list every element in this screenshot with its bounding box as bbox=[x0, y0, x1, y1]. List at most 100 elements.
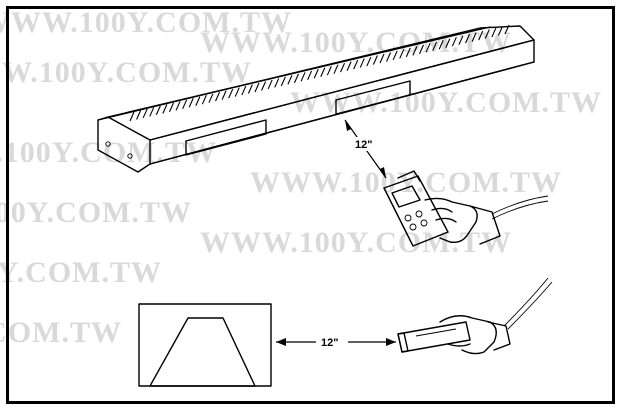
watermark-text: WWW.100Y.COM.TW bbox=[250, 166, 562, 199]
vent-slot bbox=[221, 90, 227, 100]
vent-slot bbox=[320, 67, 326, 77]
lamp-vent-slots bbox=[129, 24, 510, 122]
sensor-cable bbox=[507, 281, 553, 330]
vent-slot bbox=[438, 40, 444, 50]
meter-body bbox=[383, 175, 449, 247]
bottom-distance-label: 12" bbox=[321, 337, 338, 349]
vent-slot bbox=[261, 81, 267, 91]
vent-slot bbox=[432, 41, 438, 52]
vent-slot bbox=[392, 50, 398, 61]
watermark-text: WWW.100Y.COM.TW bbox=[0, 256, 162, 289]
vent-slot bbox=[405, 47, 411, 58]
vent-slot bbox=[313, 69, 319, 79]
vent-slot bbox=[418, 44, 424, 55]
lamp-screw bbox=[127, 153, 133, 159]
vent-slot bbox=[425, 43, 431, 53]
lamp-window-right bbox=[335, 80, 411, 115]
meter-cable bbox=[491, 200, 549, 220]
vent-slot bbox=[195, 96, 201, 106]
arrow-head-up bbox=[345, 120, 351, 131]
figure-frame bbox=[6, 6, 615, 404]
lamp-window-left bbox=[185, 119, 267, 156]
hand-outline bbox=[439, 315, 497, 355]
lamp-housing-end bbox=[138, 303, 272, 387]
label-backdrop bbox=[316, 334, 348, 350]
vent-slot bbox=[497, 26, 503, 36]
top-distance-indicator: 12" bbox=[344, 119, 387, 179]
watermark-text: WWW.100Y.COM.TW bbox=[0, 196, 192, 229]
lamp-screw bbox=[105, 141, 111, 147]
vent-slot bbox=[386, 52, 392, 62]
watermark-text: WWW.100Y.COM.TW bbox=[0, 316, 122, 349]
watermark-text: WWW.100Y.COM.TW bbox=[0, 136, 217, 169]
lamp-fixture bbox=[97, 24, 535, 173]
meter-button bbox=[409, 223, 417, 231]
meter-cable bbox=[491, 195, 549, 215]
vent-slot bbox=[162, 104, 168, 114]
vent-slot bbox=[471, 32, 477, 42]
vent-slot bbox=[234, 87, 240, 97]
vent-slot bbox=[280, 76, 286, 87]
vent-slot bbox=[136, 110, 142, 120]
vent-slot bbox=[155, 105, 161, 116]
vent-slot bbox=[168, 102, 174, 113]
watermark-text: WWW.100Y.COM.TW bbox=[0, 6, 292, 39]
hand-finger bbox=[447, 343, 471, 347]
vent-slot bbox=[340, 62, 346, 73]
vent-slot bbox=[491, 27, 497, 38]
vent-slot bbox=[451, 36, 457, 47]
meter-button bbox=[420, 219, 428, 227]
vent-slot bbox=[175, 101, 181, 111]
vent-slot bbox=[333, 64, 339, 74]
vent-slot bbox=[215, 91, 221, 102]
vent-slot bbox=[267, 79, 273, 90]
vent-slot bbox=[188, 98, 194, 108]
bottom-distance-indicator: 12" bbox=[276, 334, 396, 350]
hand-finger bbox=[431, 207, 453, 213]
vent-slot bbox=[478, 30, 484, 41]
lamp-end-view bbox=[138, 303, 272, 387]
vent-slot bbox=[359, 58, 365, 68]
sensor-cable bbox=[503, 277, 549, 327]
vent-slot bbox=[300, 72, 306, 82]
hand-finger bbox=[435, 217, 457, 223]
vent-slot bbox=[274, 78, 280, 88]
handheld-uv-meter bbox=[383, 170, 549, 247]
arrow-head-right bbox=[386, 338, 396, 346]
pen-sensor-tip bbox=[397, 332, 409, 353]
vent-slot bbox=[372, 55, 378, 65]
hand-outline bbox=[424, 197, 478, 244]
vent-slot bbox=[307, 70, 313, 81]
pen-sensor-body bbox=[397, 321, 471, 353]
vent-slot bbox=[458, 35, 464, 45]
watermark-text: WWW.100Y.COM.TW bbox=[0, 56, 252, 89]
vent-slot bbox=[399, 49, 405, 59]
meter-display bbox=[391, 185, 421, 208]
vent-slot bbox=[182, 99, 188, 110]
watermark-layer: WWW.100Y.COM.TW WWW.100Y.COM.TW WWW.100Y… bbox=[0, 6, 601, 349]
wrist-cuff bbox=[469, 205, 501, 245]
vent-slot bbox=[353, 59, 359, 70]
vent-slot bbox=[366, 56, 372, 67]
vent-slot bbox=[465, 33, 471, 44]
vent-slot bbox=[346, 61, 352, 71]
vent-slot bbox=[293, 73, 299, 84]
vent-slot bbox=[287, 75, 293, 85]
vent-slot bbox=[247, 84, 253, 94]
vent-slot bbox=[326, 65, 332, 76]
vent-slot bbox=[208, 93, 214, 103]
watermark-text: WWW.100Y.COM.TW bbox=[200, 226, 512, 259]
vent-slot bbox=[445, 38, 451, 48]
lamp-top-edge bbox=[107, 26, 491, 118]
vent-slot bbox=[484, 29, 490, 39]
lamp-beam-trapezoid bbox=[149, 317, 256, 387]
meter-button bbox=[415, 210, 423, 218]
vent-slot bbox=[254, 82, 260, 93]
top-distance-label: 12" bbox=[355, 139, 372, 151]
vent-slot bbox=[412, 46, 418, 56]
vent-slot bbox=[241, 85, 247, 96]
vent-slot bbox=[149, 107, 155, 117]
watermark-text: WWW.100Y.COM.TW bbox=[200, 26, 512, 59]
